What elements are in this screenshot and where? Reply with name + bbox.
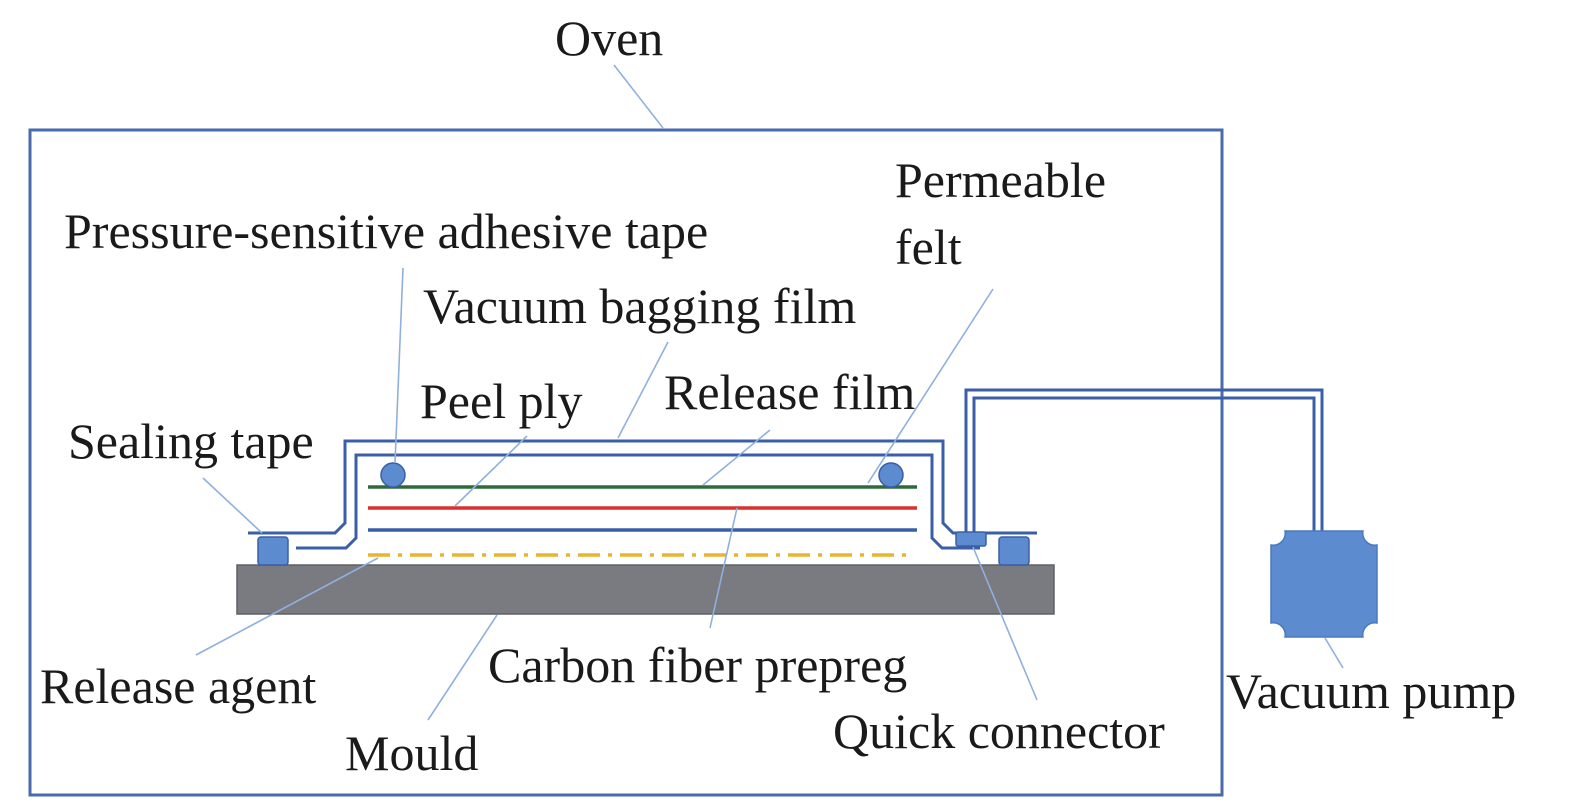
- label-mould: Mould: [345, 725, 478, 781]
- vacuum-bagging-film-outer: [248, 439, 1037, 535]
- leader-oven: [613, 64, 664, 129]
- sealing-tape-left: [257, 536, 289, 566]
- leader-mould: [427, 614, 498, 721]
- label-permeable-felt-line1: Permeable: [895, 152, 1106, 208]
- label-permeable-felt-line2: felt: [895, 219, 962, 275]
- oven-box: [28, 128, 1224, 797]
- label-sealing-tape: Sealing tape: [68, 413, 314, 469]
- leader-vacuum-bagging-film: [617, 341, 669, 439]
- leader-quick-connector: [972, 546, 1038, 701]
- pressure-tape-dot-left: [380, 462, 406, 488]
- vacuum-bagging-film-inner: [296, 453, 980, 550]
- label-pressure-tape: Pressure-sensitive adhesive tape: [64, 203, 708, 259]
- pressure-tape-dot-right: [878, 462, 904, 488]
- leader-vacuum-pump: [1324, 637, 1344, 669]
- label-vacuum-bagging-film: Vacuum bagging film: [423, 278, 856, 334]
- quick-connector: [955, 531, 987, 547]
- label-release-film: Release film: [664, 364, 915, 420]
- leader-pressure-tape: [394, 267, 404, 464]
- mould: [236, 564, 1055, 615]
- leader-carbon-fiber-prepreg: [709, 507, 738, 629]
- label-carbon-fiber-prepreg: Carbon fiber prepreg: [488, 637, 907, 693]
- label-peel-ply: Peel ply: [420, 373, 582, 429]
- leader-sealing-tape: [202, 477, 263, 534]
- sealing-tape-right: [998, 536, 1030, 566]
- leader-release-film: [702, 429, 771, 486]
- vacuum-pump: [1270, 530, 1378, 638]
- leader-release-agent: [195, 557, 379, 656]
- label-vacuum-pump: Vacuum pump: [1226, 663, 1516, 719]
- label-oven: Oven: [555, 10, 663, 66]
- leader-permeable-felt: [867, 288, 994, 484]
- label-release-agent: Release agent: [40, 658, 316, 714]
- leader-peel-ply: [454, 435, 528, 507]
- vacuum-hose-outer: [964, 388, 1324, 540]
- label-quick-connector: Quick connector: [833, 703, 1165, 759]
- vacuum-hose-inner: [972, 396, 1316, 540]
